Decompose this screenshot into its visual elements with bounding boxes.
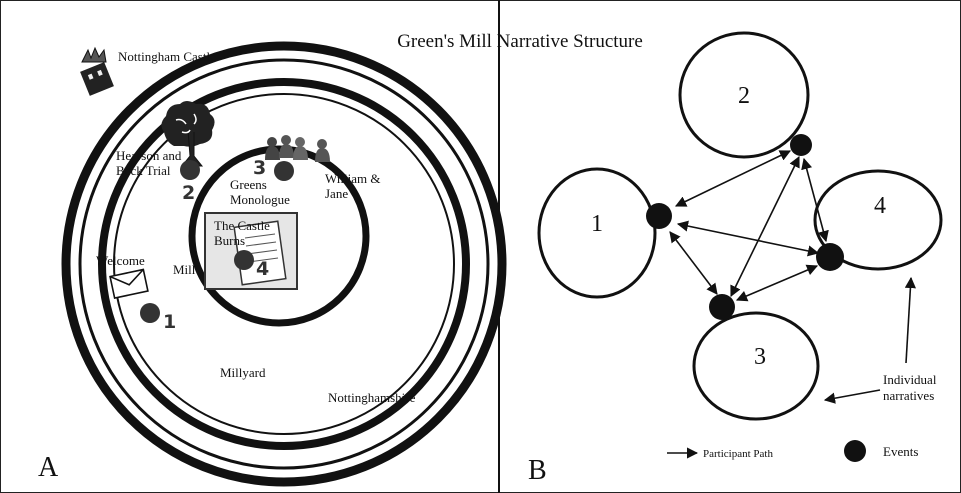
legend-path-label: Participant Path xyxy=(703,448,773,460)
event-marker-3 xyxy=(274,161,294,181)
panel-a-letter: A xyxy=(38,452,59,483)
event-dot-3 xyxy=(709,294,735,320)
region-label-mill: Mill xyxy=(173,262,196,277)
figure-title: Green's Mill Narrative Structure xyxy=(397,31,643,52)
panel-a: 1 2 3 4 Nottingham Castle Nottinghamshir… xyxy=(38,41,507,487)
annotation-line2: narratives xyxy=(883,388,934,403)
label-william-jane-line2: Jane xyxy=(325,186,348,201)
event-marker-4 xyxy=(234,250,254,270)
annotation-arrow-3 xyxy=(823,389,881,404)
path-1-3 xyxy=(669,231,718,295)
event-number-2: 2 xyxy=(182,182,195,204)
inner-ring-mill xyxy=(188,145,370,327)
label-castle-burns-line2: Burns xyxy=(214,233,245,248)
label-welcome: Welcome xyxy=(96,253,145,268)
event-dot-2 xyxy=(790,134,812,156)
legend-event-dot xyxy=(844,440,866,462)
outer-ring-inner-edge xyxy=(78,58,490,470)
castle-icon xyxy=(80,46,114,96)
path-1-2 xyxy=(674,150,792,207)
region-label-yard: Millyard xyxy=(220,365,266,380)
narrative-1-label: 1 xyxy=(591,211,603,237)
narrative-2-label: 2 xyxy=(738,83,750,109)
label-monologue-line2: Monologue xyxy=(230,192,290,207)
people-icon xyxy=(265,135,330,162)
path-3-2 xyxy=(730,155,800,298)
label-monologue-line1: Greens xyxy=(230,177,267,192)
narrative-3-label: 3 xyxy=(754,344,766,370)
path-2-4 xyxy=(801,157,829,243)
event-marker-2 xyxy=(180,160,200,180)
document-icon xyxy=(204,212,298,290)
event-number-4: 4 xyxy=(256,258,269,280)
participant-paths xyxy=(667,150,916,459)
event-dot-1 xyxy=(646,203,672,229)
label-trial-line1: Hearson and xyxy=(116,148,182,163)
event-dot-4 xyxy=(816,243,844,271)
panel-b: 2 1 4 3 Individual narratives Participan… xyxy=(528,31,943,486)
panel-b-letter: B xyxy=(528,455,547,486)
narrative-3-ellipse xyxy=(692,311,820,421)
region-label-shire: Nottinghamshire xyxy=(328,390,416,405)
annotation-line1: Individual xyxy=(883,372,937,387)
label-william-jane-line1: William & xyxy=(325,171,380,186)
path-1-4 xyxy=(676,220,820,257)
middle-ring-inner-edge xyxy=(113,93,455,435)
outer-ring-nottinghamshire xyxy=(61,41,507,487)
annotation-arrow-4 xyxy=(904,276,916,364)
legend-events-label: Events xyxy=(883,444,918,459)
middle-ring-millyard xyxy=(98,78,470,450)
event-number-3: 3 xyxy=(253,157,266,179)
label-trial-line2: Beck Trial xyxy=(116,163,171,178)
path-3-4 xyxy=(735,264,819,302)
narrative-4-label: 4 xyxy=(874,193,886,219)
event-marker-1 xyxy=(140,303,160,323)
region-label-castle: Nottingham Castle xyxy=(118,49,216,64)
event-number-1: 1 xyxy=(163,311,176,333)
envelope-icon xyxy=(109,268,149,300)
narrative-1-ellipse xyxy=(537,167,657,299)
label-castle-burns-line1: The Castle xyxy=(214,218,270,233)
